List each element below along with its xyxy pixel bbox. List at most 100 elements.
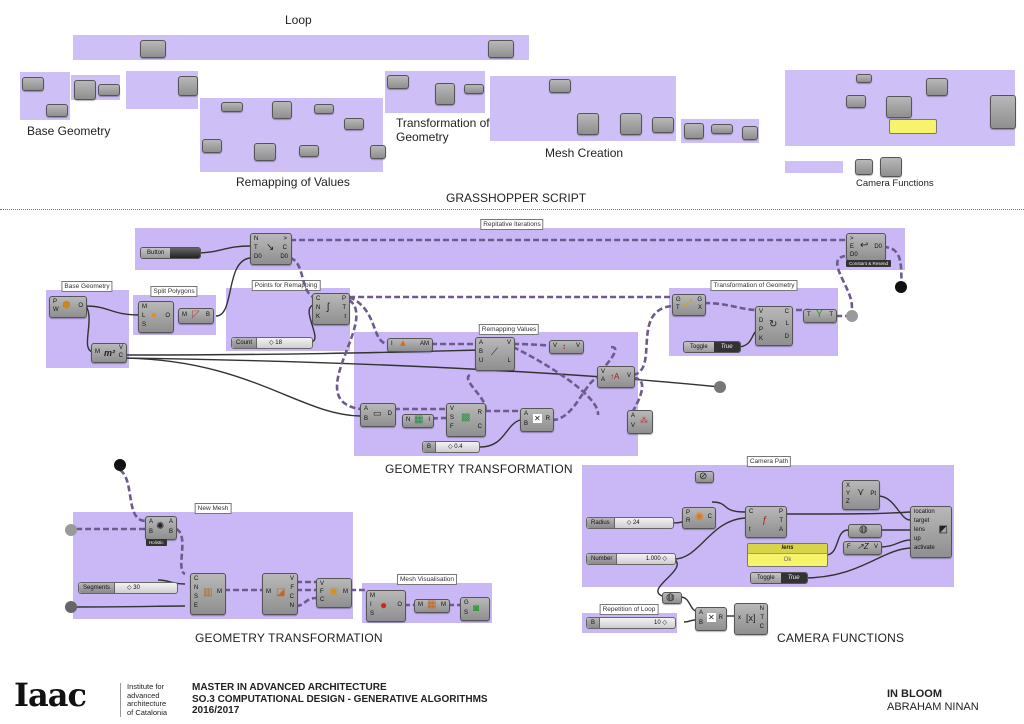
remap-slider[interactable]: B ◇ 0.4 [422,441,480,453]
grasshopper-script-title: GRASSHOPPER SCRIPT [446,191,587,205]
camera-toggle[interactable]: Toggle True [750,572,808,584]
node-loop-value[interactable]: ◍ [662,592,682,604]
number-slider[interactable]: Number 1.000 ◇ [586,553,676,565]
lens-value-icon: ◍ [859,524,868,535]
institute-name: Institute for advanced architecture of C… [120,682,167,717]
transform-toggle[interactable]: Toggle True [683,341,741,353]
sphere-icon: ● [151,310,158,321]
group-label-repetition-of-loop: Repetition of Loop [599,604,659,615]
bounds-icon: ▲ [398,338,408,349]
node-lens-value[interactable]: ◍ [848,524,882,538]
thumb-node-material [684,123,704,139]
thumb-node-tree [464,84,484,94]
mesh-icon: ▥ [203,587,213,598]
thumb-node-divide [178,76,198,96]
thumb-group-loop-rep [785,161,843,173]
thumb-node-mesh [577,113,599,135]
institute-line-2: advanced [127,690,160,700]
thumb-node-circle [846,95,866,108]
group-label-remapping-values: Remapping Values [478,324,540,335]
thumb-node-preview [742,126,758,140]
project-title: IN BLOOM [887,688,942,700]
thumb-node-rotate [435,83,455,105]
transform-toggle-value[interactable]: True [713,342,740,352]
camera-toggle-value[interactable]: True [780,573,807,583]
thumb-node-point [926,78,948,96]
group-label-base-geometry: Base Geometry [61,281,113,292]
iaac-logo: Iaac [14,676,87,714]
camera-output-lens: lens [914,527,926,533]
loop-value-icon: ◍ [666,592,675,603]
button-control[interactable]: Button [140,247,202,259]
lens-panel[interactable]: lens Ok [747,543,828,567]
rotate-icon: ↻ [769,319,778,330]
holistic-label: Holistic [146,539,167,546]
loop-slider[interactable]: B 10 ◇ [586,617,676,629]
group-label-split-polygons: Split Polygons [150,286,198,297]
wire-abs-scale [632,304,673,377]
number-slider-label: Number [587,554,618,564]
series-loop-icon: [x] [746,613,756,623]
scale-icon: ⤢ [684,298,692,309]
button-label: Button [141,248,171,258]
mesh-color-icon: ▩ [461,412,471,423]
node-camera-control[interactable]: location target lens up activate ◩ [910,506,952,558]
evaluate-curve-icon: ƒ [762,515,768,526]
count-slider-value: ◇ 18 [269,340,282,346]
section-divider [0,209,1024,210]
thumb-node-resend [488,40,514,58]
wire-terminal-grey-mesh [65,524,77,536]
radius-slider[interactable]: Radius ◇ 24 [586,517,674,529]
caption-remapping: Remapping of Values [236,175,350,189]
thumb-node-sort [314,104,334,114]
group-label-mesh-visualisation: Mesh Visualisation [396,574,458,585]
node-curve-param[interactable]: ⊘ [695,471,714,483]
course-name: SO.3 COMPUTATIONAL DESIGN - GENERATIVE A… [192,693,488,705]
academic-year: 2016/2017 [192,705,240,716]
button-face[interactable] [170,248,201,258]
radius-slider-value: ◇ 24 [626,520,640,526]
thumb-node-series [880,157,902,177]
remap-slider-label: B [423,442,437,452]
count-slider[interactable]: Count ◇ 18 [231,337,313,349]
loop-end-icon: ↩ [860,240,869,251]
segments-slider[interactable]: Segments ◇ 30 [78,582,178,594]
group-label-new-mesh: New Mesh [194,503,232,514]
group-label-camera-path: Camera Path [746,456,792,467]
multiply-icon: ✕ [533,414,542,423]
thumb-panel-lens [889,119,937,134]
thumb-node-bounds [221,102,243,112]
